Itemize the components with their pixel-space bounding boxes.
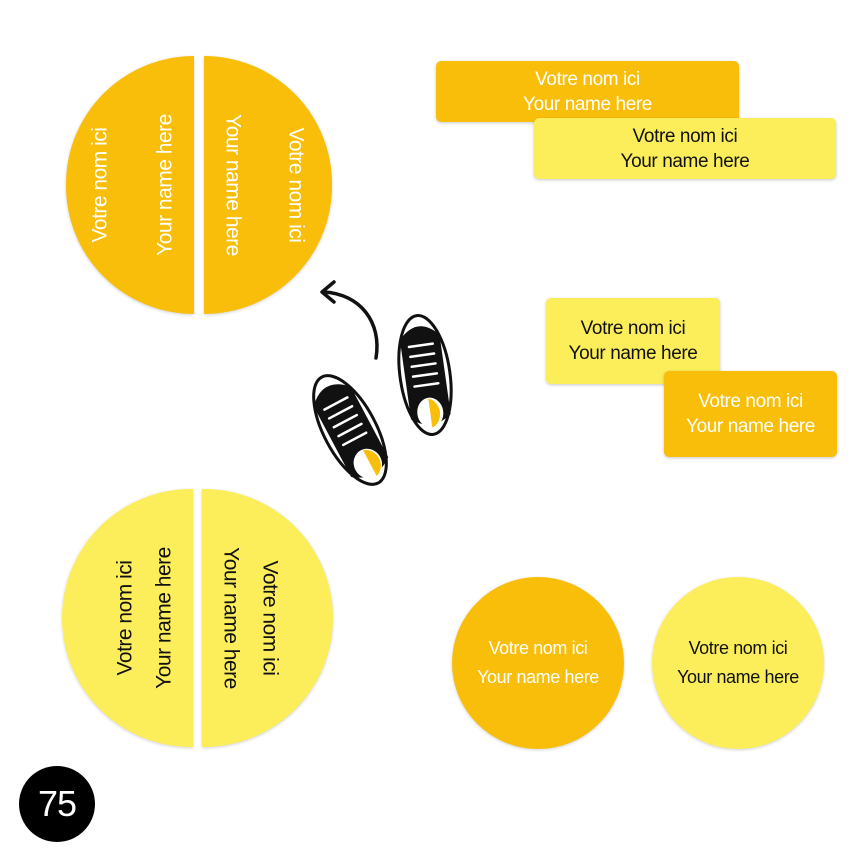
label-text-en: Your name here [153, 114, 177, 256]
label-text-fr: Votre nom ici [688, 638, 788, 658]
curved-arrow-icon [320, 280, 379, 360]
yellow-rect-label-1: Votre nom ici Your name here [534, 118, 836, 179]
label-text-en: Your name here [221, 114, 245, 256]
label-text-en: Your name here [477, 667, 599, 687]
label-text-en: Your name here [568, 343, 698, 364]
label-text-fr: Votre nom ici [698, 391, 803, 412]
label-text-fr: Votre nom ici [580, 318, 686, 339]
label-text-en: Your name here [219, 547, 242, 689]
label-text-fr: Votre nom ici [88, 127, 112, 243]
yellow-half-circle-right-label: Your name here Votre nom ici [202, 489, 333, 747]
label-text-en: Your name here [677, 667, 799, 687]
label-text-fr: Votre nom ici [632, 125, 738, 147]
label-text-en: Your name here [620, 150, 750, 172]
label-text-fr: Votre nom ici [284, 127, 308, 243]
label-text-fr: Votre nom ici [535, 68, 640, 90]
orange-rect-label-2: Votre nom ici Your name here [664, 371, 837, 457]
label-text-en: Your name here [686, 416, 815, 437]
orange-round-label: Votre nom ici Your name here [452, 577, 624, 749]
label-text-fr: Votre nom ici [113, 560, 136, 676]
label-text-en: Your name here [152, 547, 175, 689]
sneakers-icon [312, 313, 453, 486]
label-text-en: Your name here [523, 93, 652, 115]
orange-half-circle-left-label: Your name here Votre nom ici [66, 56, 194, 314]
label-text-fr: Votre nom ici [258, 560, 281, 676]
count-badge: 75 [19, 766, 95, 842]
yellow-half-circle-left-label: Votre nom ici Your name here [62, 489, 193, 747]
label-text-fr: Votre nom ici [488, 638, 588, 658]
orange-rect-label-1: Votre nom ici Your name here [436, 61, 739, 122]
yellow-rect-label-2: Votre nom ici Your name here [546, 298, 720, 384]
yellow-round-label: Votre nom ici Your name here [652, 577, 824, 749]
